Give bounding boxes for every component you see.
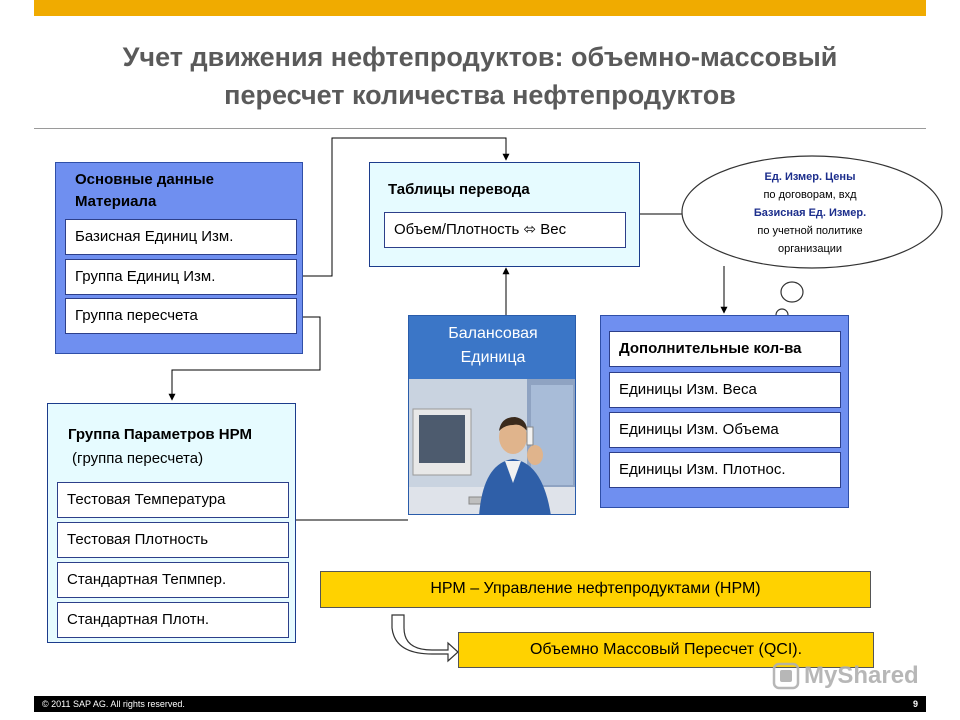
additional-item-weight: Единицы Изм. Веса (609, 372, 841, 408)
param-item-std-temperature: Стандартная Тепмпер. (57, 562, 289, 598)
material-item-base-unit: Базисная Единиц Изм. (65, 219, 297, 255)
connector-material-to-tables (296, 137, 510, 277)
balance-unit-label: Балансовая Единица (409, 316, 575, 379)
footer-bar: © 2011 SAP AG. All rights reserved. 9 (34, 696, 926, 712)
additional-item-volume: Единицы Изм. Объема (609, 412, 841, 448)
additional-quantities-box: Дополнительные кол-ва Единицы Изм. Веса … (600, 315, 849, 508)
material-master-box: Основные данные Материала Базисная Едини… (55, 162, 303, 354)
cloud-line-4: по учетной политике (757, 225, 863, 237)
watermark-text: MyShared (804, 662, 919, 689)
conversion-item-volume-weight: Объем/Плотность ⬄ Вес (384, 212, 626, 248)
watermark-logo-icon (772, 662, 800, 690)
balance-unit-panel: Балансовая Единица (408, 315, 576, 515)
cloud-line-3: Базисная Ед. Измер. (753, 207, 867, 219)
cloud-line-2: по договорам, вхд (763, 189, 857, 201)
title-divider (34, 128, 926, 129)
param-group-subheader: (группа пересчета) (72, 450, 204, 467)
slide-title: Учет движения нефтепродуктов: объемно-ма… (0, 38, 960, 114)
conversion-tables-box: Таблицы перевода Объем/Плотность ⬄ Вес (369, 162, 640, 267)
material-item-unit-group: Группа Единиц Изм. (65, 259, 297, 295)
top-accent-bar (34, 0, 926, 16)
param-item-test-temperature: Тестовая Температура (57, 482, 289, 518)
additional-quantities-header: Дополнительные кол-ва (609, 331, 841, 367)
hpm-box: НРМ – Управление нефтепродуктами (НРМ) (320, 571, 871, 608)
cloud-line-1: Ед. Измер. Цены (764, 171, 856, 183)
material-item-conversion-group: Группа пересчета (65, 298, 297, 334)
curved-arrow (391, 614, 459, 663)
qci-box: Объемно Массовый Пересчет (QCI). (458, 632, 874, 668)
additional-item-density: Единицы Изм. Плотнос. (609, 452, 841, 488)
cloud-line-5: организации (777, 243, 843, 255)
cloud-text: Ед. Измер. Цены по договорам, вхд Базисн… (690, 168, 930, 258)
footer-copyright: © 2011 SAP AG. All rights reserved. (42, 699, 185, 709)
param-item-std-density: Стандартная Плотн. (57, 602, 289, 638)
balance-unit-line-1: Балансовая (448, 325, 538, 342)
param-group-header: Группа Параметров НРМ (68, 426, 252, 443)
title-line-2: пересчет количества нефтепродуктов (224, 80, 736, 110)
param-group-box: Группа Параметров НРМ (группа пересчета)… (47, 403, 296, 643)
param-item-test-density: Тестовая Плотность (57, 522, 289, 558)
conversion-tables-header: Таблицы перевода (388, 181, 530, 198)
office-worker-photo (409, 379, 575, 514)
connector-material-to-params (168, 316, 321, 401)
material-master-header: Основные данные Материала (75, 171, 214, 210)
balance-unit-line-2: Единица (460, 349, 526, 366)
watermark: MyShared (772, 660, 919, 692)
footer-page-number: 9 (912, 699, 918, 709)
title-line-1: Учет движения нефтепродуктов: объемно-ма… (122, 42, 838, 72)
